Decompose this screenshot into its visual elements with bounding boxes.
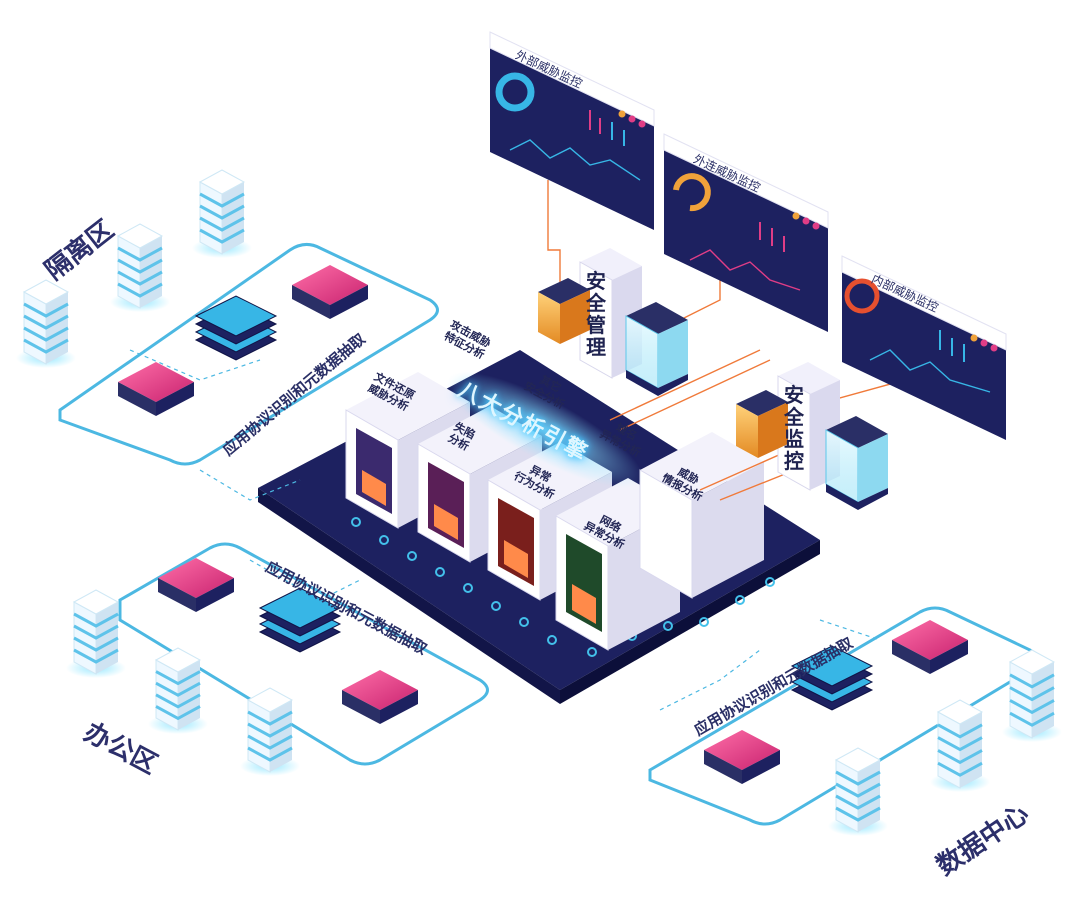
network-device bbox=[342, 670, 418, 724]
pillar bbox=[930, 699, 990, 792]
pillars bbox=[16, 169, 1062, 836]
platform-node-dots bbox=[351, 517, 775, 657]
network-device bbox=[892, 620, 968, 674]
tower-label-management: 安全管理 bbox=[586, 269, 606, 359]
tower-label-monitoring: 安全监控 bbox=[784, 383, 804, 473]
server-block bbox=[555, 478, 680, 651]
pillar bbox=[192, 169, 252, 258]
server-block bbox=[639, 432, 764, 599]
panel-outbound bbox=[663, 133, 829, 332]
network-device bbox=[118, 362, 194, 416]
network-device bbox=[158, 558, 234, 612]
panel-external bbox=[489, 31, 655, 230]
engine-glow-band bbox=[446, 371, 644, 489]
pillar bbox=[1002, 649, 1062, 742]
pillar bbox=[828, 747, 888, 836]
pillar bbox=[240, 687, 300, 776]
zone-isolation-enclosure bbox=[58, 243, 439, 466]
processor-chip bbox=[258, 587, 342, 653]
tower-management bbox=[538, 248, 688, 396]
pillar bbox=[16, 279, 76, 368]
network-device bbox=[704, 730, 780, 784]
network-device bbox=[292, 265, 368, 319]
panel-internal bbox=[841, 255, 1007, 440]
zone-devices bbox=[118, 265, 968, 784]
pillar bbox=[110, 223, 170, 312]
pillar bbox=[148, 647, 208, 734]
zone-office-enclosure bbox=[118, 542, 489, 766]
pillar bbox=[66, 589, 126, 678]
processor-chip bbox=[194, 295, 278, 361]
processor-chip bbox=[790, 645, 874, 711]
tower-monitoring bbox=[736, 362, 888, 510]
